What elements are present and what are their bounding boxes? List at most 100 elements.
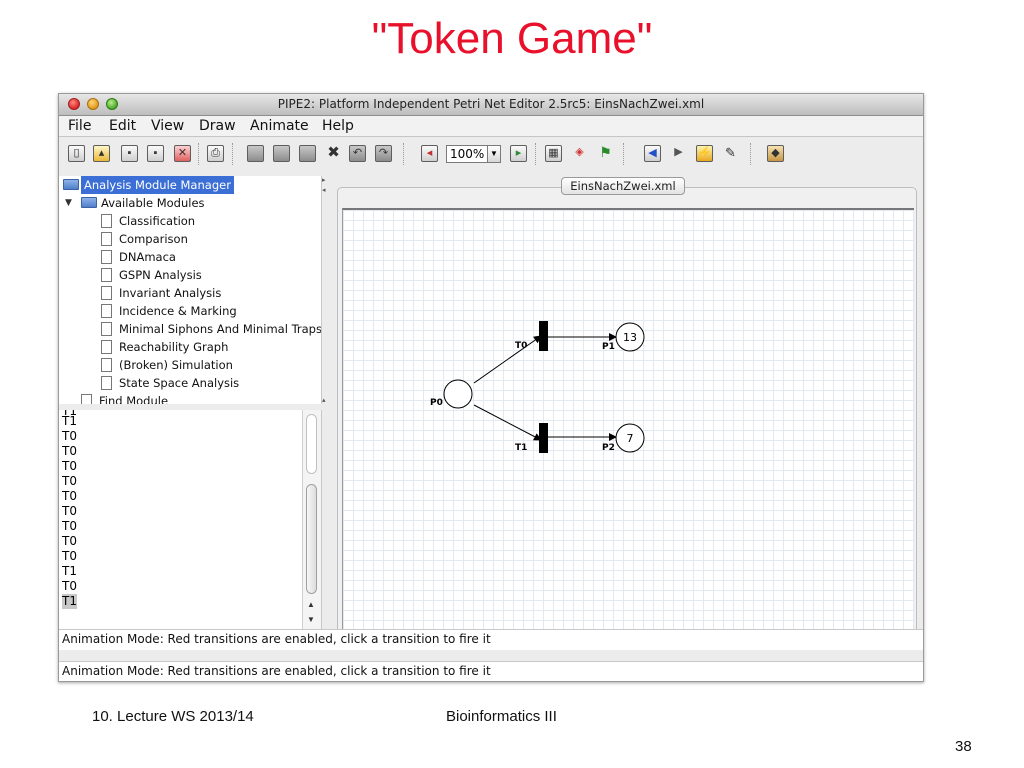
token-icon[interactable]: ⚑: [599, 144, 612, 160]
place-label-p2: P2: [602, 443, 615, 453]
scroll-up-icon[interactable]: ▲: [307, 600, 315, 609]
grid-icon[interactable]: ▦: [545, 145, 562, 162]
tree-item[interactable]: Reachability Graph: [101, 338, 321, 356]
tree-item[interactable]: Classification: [101, 212, 321, 230]
status-bar-top: Animation Mode: Red transitions are enab…: [59, 629, 923, 650]
save-as-icon[interactable]: ▪: [147, 145, 164, 162]
document-icon: [101, 214, 112, 228]
log-line: T0: [62, 519, 77, 533]
copy-icon[interactable]: [299, 145, 316, 162]
tree-folder-available-modules[interactable]: ▼ Available Modules: [63, 194, 263, 212]
tree-item[interactable]: Comparison: [101, 230, 321, 248]
folder-icon: [63, 179, 79, 190]
scroll-thumb[interactable]: [306, 484, 317, 594]
document-icon: [101, 304, 112, 318]
zoom-out-icon[interactable]: ◂: [421, 145, 438, 162]
log-scrollbar[interactable]: ▲ ▼: [302, 410, 321, 629]
tree-item[interactable]: State Space Analysis: [101, 374, 321, 392]
tree-item-label: Classification: [119, 214, 196, 228]
transition-t1[interactable]: [539, 423, 548, 453]
scroll-down-icon[interactable]: ▼: [307, 615, 315, 624]
collapse-arrow-icon[interactable]: ▸: [322, 177, 326, 184]
toolbar: ▯ ▴ ▪ ▪ ✕ ⎙ ✖ ↶ ↷ ◂ 100% ▼ ▸ ▦ ◈ ⚑ ◀ ▶ ⚡…: [59, 137, 923, 173]
arc-p0-t0[interactable]: [473, 335, 542, 384]
print-icon[interactable]: ⎙: [207, 145, 224, 162]
tree-item[interactable]: GSPN Analysis: [101, 266, 321, 284]
toolbar-separator: [623, 143, 626, 165]
toolbar-separator: [403, 143, 406, 165]
scroll-track: [306, 414, 317, 474]
menu-draw[interactable]: Draw: [199, 118, 236, 134]
place-icon[interactable]: ◈: [575, 146, 584, 158]
tree-folder-label: Available Modules: [101, 196, 205, 210]
folder-icon: [81, 197, 97, 208]
log-line: T0: [62, 504, 77, 518]
new-file-icon[interactable]: ▯: [68, 145, 85, 162]
random-fire-icon[interactable]: ✎: [725, 145, 736, 160]
document-icon: [101, 358, 112, 372]
minimize-window-icon[interactable]: [87, 98, 99, 110]
tree-item-label: Comparison: [119, 232, 188, 246]
arc-p0-t1[interactable]: [473, 404, 542, 441]
footer-course: Bioinformatics III: [446, 708, 557, 725]
tree-item[interactable]: DNAmaca: [101, 248, 321, 266]
log-line: T1: [62, 414, 77, 428]
delete-icon[interactable]: ✖: [327, 144, 340, 161]
petri-net-canvas[interactable]: P0 P1 P2 T0 T1 13 7: [342, 208, 914, 632]
tree-item-label: State Space Analysis: [119, 376, 240, 390]
tab-einsnachzwei[interactable]: EinsNachZwei.xml: [561, 177, 685, 195]
transition-label-t1: T1: [515, 443, 527, 453]
tree-item[interactable]: (Broken) Simulation: [101, 356, 321, 374]
menu-edit[interactable]: Edit: [109, 118, 137, 134]
cut-icon[interactable]: [273, 145, 290, 162]
fire-icon[interactable]: ⚡: [696, 145, 713, 162]
log-line-selected: T1: [62, 594, 77, 609]
tree-item[interactable]: Invariant Analysis: [101, 284, 321, 302]
menu-animate[interactable]: Animate: [250, 118, 309, 134]
save-icon[interactable]: ▪: [121, 145, 138, 162]
zoom-in-icon[interactable]: ▸: [510, 145, 527, 162]
undo-icon[interactable]: ↶: [349, 145, 366, 162]
tree-item[interactable]: Minimal Siphons And Minimal Traps: [101, 320, 321, 338]
menu-file[interactable]: File: [68, 118, 92, 134]
step-back-icon[interactable]: ◀: [644, 145, 661, 162]
document-icon: [101, 340, 112, 354]
place-p1[interactable]: [615, 322, 645, 352]
document-icon: [101, 286, 112, 300]
tree-item[interactable]: Incidence & Marking: [101, 302, 321, 320]
document-icon: [101, 322, 112, 336]
document-icon: [101, 268, 112, 282]
redo-icon[interactable]: ↷: [375, 145, 392, 162]
document-icon: [81, 394, 92, 404]
tree-item-label: Incidence & Marking: [119, 304, 237, 318]
pipe2-window: PIPE2: Platform Independent Petri Net Ed…: [58, 93, 924, 682]
step-forward-icon[interactable]: ▶: [674, 146, 683, 158]
menu-view[interactable]: View: [151, 118, 185, 134]
close-file-icon[interactable]: ✕: [174, 145, 191, 162]
zoom-dropdown-arrow[interactable]: ▼: [487, 145, 501, 163]
expand-triangle-icon[interactable]: ▼: [65, 198, 72, 208]
window-title: PIPE2: Platform Independent Petri Net Ed…: [277, 97, 705, 111]
maximize-window-icon[interactable]: [106, 98, 118, 110]
menu-help[interactable]: Help: [322, 118, 354, 134]
tree-item-partial[interactable]: Find Module: [81, 392, 301, 404]
window-titlebar[interactable]: PIPE2: Platform Independent Petri Net Ed…: [59, 94, 923, 116]
divider-handle-icon[interactable]: ▴: [322, 397, 326, 404]
zoom-level-input[interactable]: 100%: [446, 145, 488, 163]
transition-t0[interactable]: [539, 321, 548, 351]
token-count-p1: 13: [623, 331, 637, 344]
split-pane-divider[interactable]: ▸ ◂ ▴: [321, 176, 329, 404]
log-line: T0: [62, 489, 77, 503]
page-number: 38: [955, 738, 972, 755]
menu-bar: File Edit View Draw Animate Help: [59, 116, 923, 137]
document-icon: [101, 376, 112, 390]
place-p2[interactable]: [615, 423, 645, 453]
place-p0[interactable]: [443, 379, 473, 409]
eraser-icon[interactable]: ◆: [767, 145, 784, 162]
export-icon[interactable]: [247, 145, 264, 162]
status-message: Animation Mode: Red transitions are enab…: [62, 632, 491, 646]
place-label-p0: P0: [430, 398, 443, 408]
close-window-icon[interactable]: [68, 98, 80, 110]
open-file-icon[interactable]: ▴: [93, 145, 110, 162]
expand-arrow-icon[interactable]: ◂: [322, 187, 326, 194]
